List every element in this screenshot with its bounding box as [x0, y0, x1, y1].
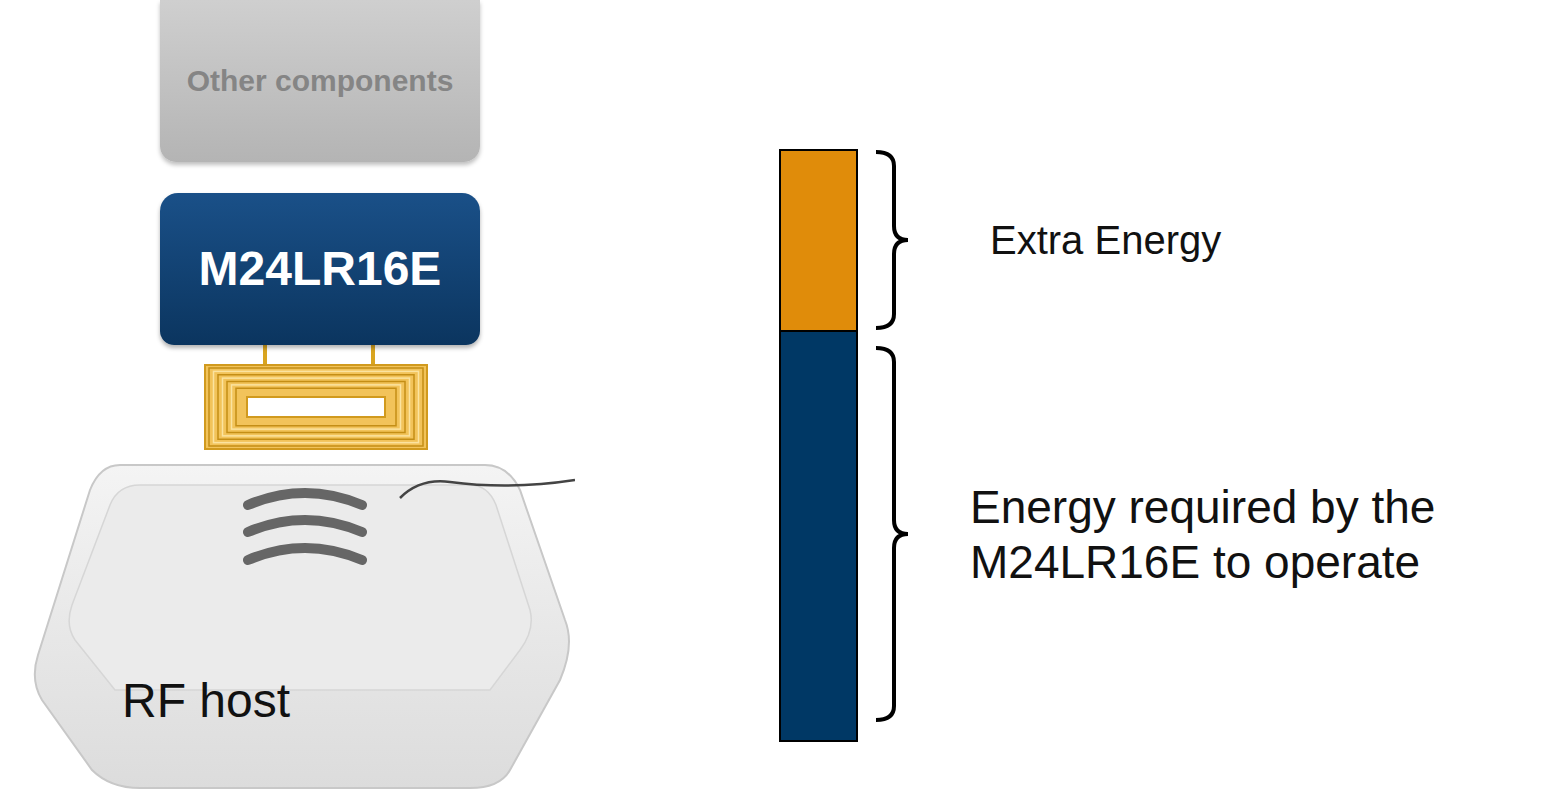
coil-winding: [223, 378, 410, 436]
node-label: M24LR16E: [199, 243, 442, 296]
bracket-label: Energy required by the M24LR16E to opera…: [970, 480, 1540, 590]
coil-winding: [209, 368, 423, 446]
coil-winding: [232, 385, 401, 429]
bracket-label: Extra Energy: [990, 216, 1510, 264]
node-label: Other components: [187, 65, 454, 97]
node-label: RF host: [122, 675, 290, 728]
component-box: Other components: [160, 0, 480, 162]
coil-winding: [227, 382, 405, 433]
chip-box: M24LR16E: [160, 193, 480, 345]
coil-center: [247, 397, 385, 417]
bracket: [876, 152, 908, 328]
coil-windings: [209, 368, 423, 446]
extra-energy-bar: [780, 150, 857, 331]
required-energy-bar: [780, 331, 857, 741]
reader-outline: [30, 450, 575, 791]
bracket: [876, 348, 908, 720]
antenna-coil: [205, 365, 427, 449]
coil-winding: [218, 375, 414, 440]
coil-winding: [236, 388, 396, 426]
rf-reader: RF host: [30, 450, 575, 791]
coil-winding: [214, 371, 419, 442]
